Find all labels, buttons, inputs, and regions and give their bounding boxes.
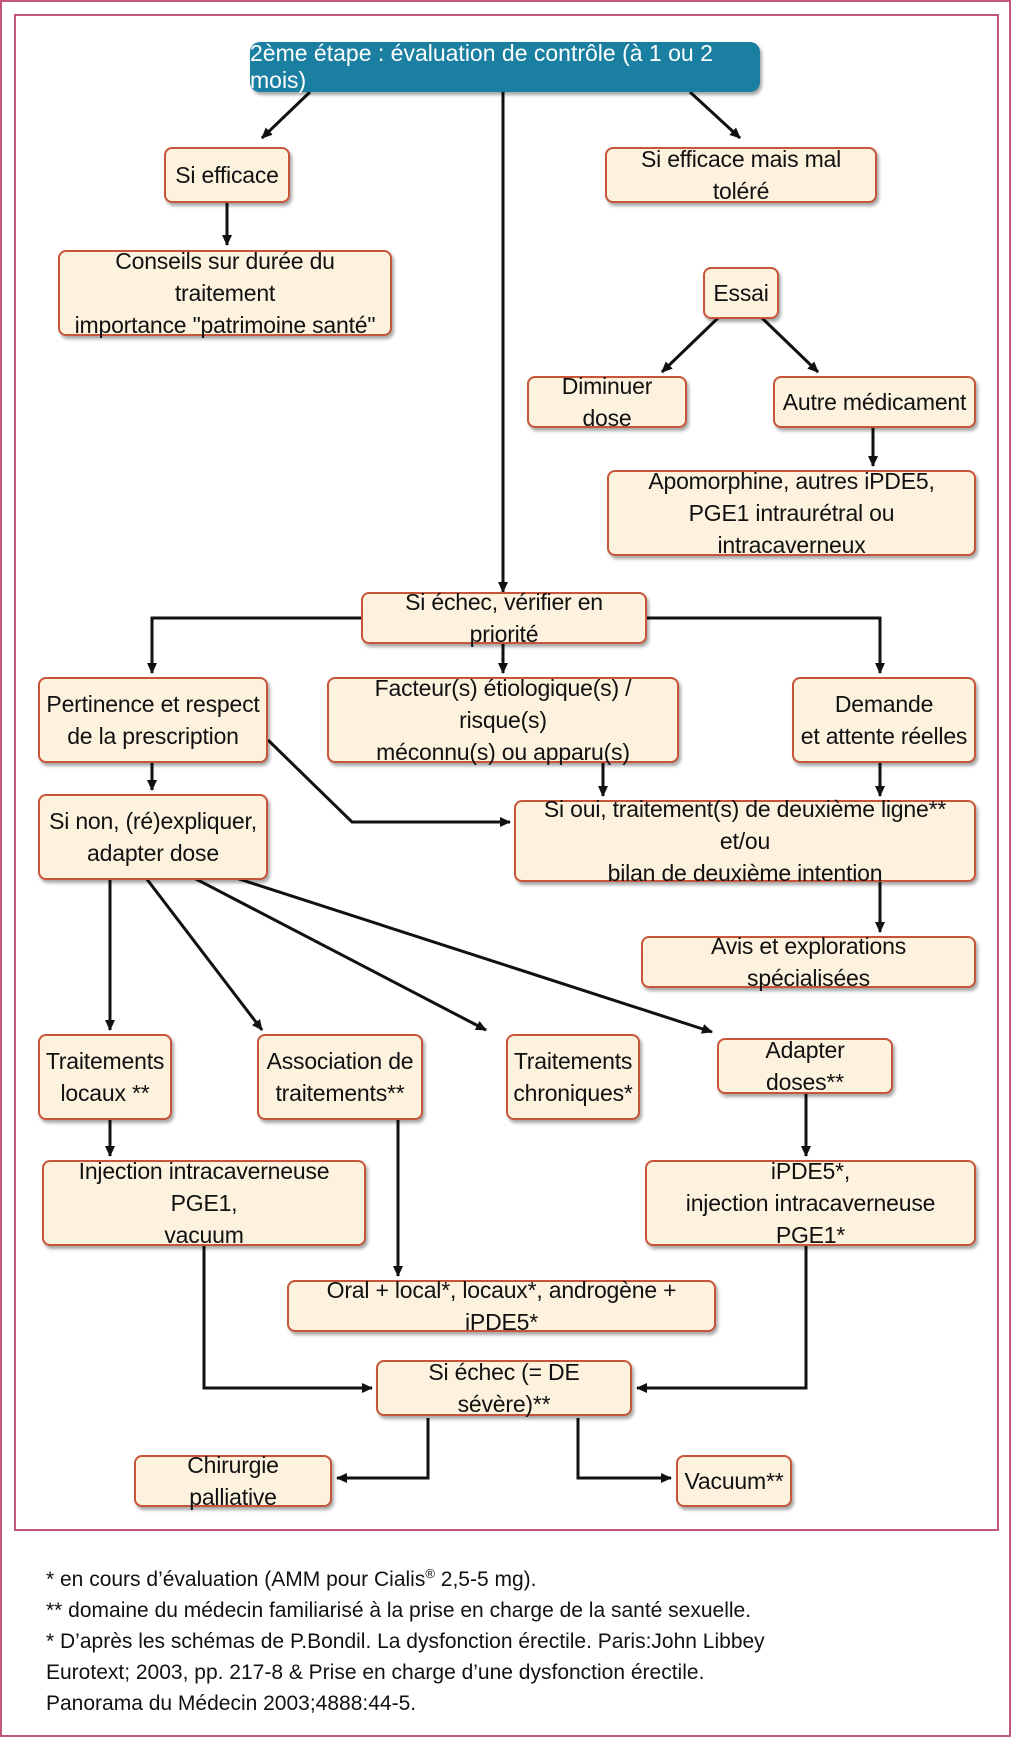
arrow-si-non-adapter xyxy=(235,876,713,1034)
arrow-si-non-chroniques xyxy=(193,876,487,1032)
node-si-efficace: Si efficace xyxy=(164,147,290,203)
arrow-echec-demande xyxy=(646,616,885,674)
arrow-injection-echec xyxy=(202,1245,373,1393)
arrow-essai-autre xyxy=(760,316,820,374)
node-traitements-locaux: Traitements locaux ** xyxy=(38,1034,172,1120)
node-apomorphine: Apomorphine, autres iPDE5, PGE1 intrauré… xyxy=(607,468,976,558)
node-avis: Avis et explorations spécialisées xyxy=(641,933,976,991)
arrow-echec-vacuum xyxy=(576,1418,672,1483)
node-si-non: Si non, (ré)expliquer, adapter dose xyxy=(38,794,268,880)
node-pertinence: Pertinence et respect de la prescription xyxy=(38,677,268,763)
arrow-echec-pertinence xyxy=(147,616,362,674)
node-si-echec-de: Si échec (= DE sévère)** xyxy=(376,1359,632,1417)
footnote-2: ** domaine du médecin familiarisé à la p… xyxy=(46,1599,752,1622)
node-ipde5: iPDE5*, injection intracaverneuse PGE1* xyxy=(645,1158,976,1248)
node-injection: Injection intracaverneuse PGE1, vacuum xyxy=(42,1158,366,1248)
node-facteurs: Facteur(s) étiologique(s) / risque(s) mé… xyxy=(327,675,679,765)
arrow-header-mal-tolere xyxy=(688,90,742,140)
node-autre: Autre médicament xyxy=(773,376,976,428)
node-essai: Essai xyxy=(703,267,779,319)
arrow-si-non-association xyxy=(144,877,264,1031)
node-oral: Oral + local*, locaux*, androgène + iPDE… xyxy=(287,1277,716,1335)
arrow-pertinence-si-oui xyxy=(266,738,511,827)
step-header: 2ème étape : évaluation de contrôle (à 1… xyxy=(250,40,760,93)
arrow-header-si-efficace xyxy=(260,90,312,140)
node-conseils: Conseils sur durée du traitement importa… xyxy=(58,248,392,338)
node-demande: Demande et attente réelles xyxy=(792,677,976,763)
diagram-frame xyxy=(14,14,999,1531)
footnote-5: Panorama du Médecin 2003;4888:44-5. xyxy=(46,1692,417,1715)
arrow-essai-diminuer xyxy=(660,316,720,374)
node-association: Association de traitements** xyxy=(257,1034,423,1120)
node-traitements-chroniques: Traitements chroniques* xyxy=(506,1034,640,1120)
node-adapter-doses: Adapter doses** xyxy=(717,1037,893,1095)
node-mal-tolere: Si efficace mais mal toléré xyxy=(605,146,877,204)
node-diminuer: Diminuer dose xyxy=(527,373,687,431)
footnotes: * en cours d’évaluation (AMM pour Cialis… xyxy=(46,1558,976,1719)
node-vacuum: Vacuum** xyxy=(676,1455,792,1507)
node-si-oui: Si oui, traitement(s) de deuxième ligne*… xyxy=(514,796,976,886)
node-chirurgie: Chirurgie palliative xyxy=(134,1452,332,1510)
arrow-ipde5-echec xyxy=(636,1245,808,1393)
footnote-1: * en cours d’évaluation (AMM pour Cialis… xyxy=(46,1566,537,1591)
node-echec: Si échec, vérifier en priorité xyxy=(361,589,647,647)
footnote-3: * D’après les schémas de P.Bondil. La dy… xyxy=(46,1630,765,1653)
arrow-echec-chirurgie xyxy=(336,1418,430,1483)
footnote-4: Eurotext; 2003, pp. 217-8 & Prise en cha… xyxy=(46,1661,705,1684)
